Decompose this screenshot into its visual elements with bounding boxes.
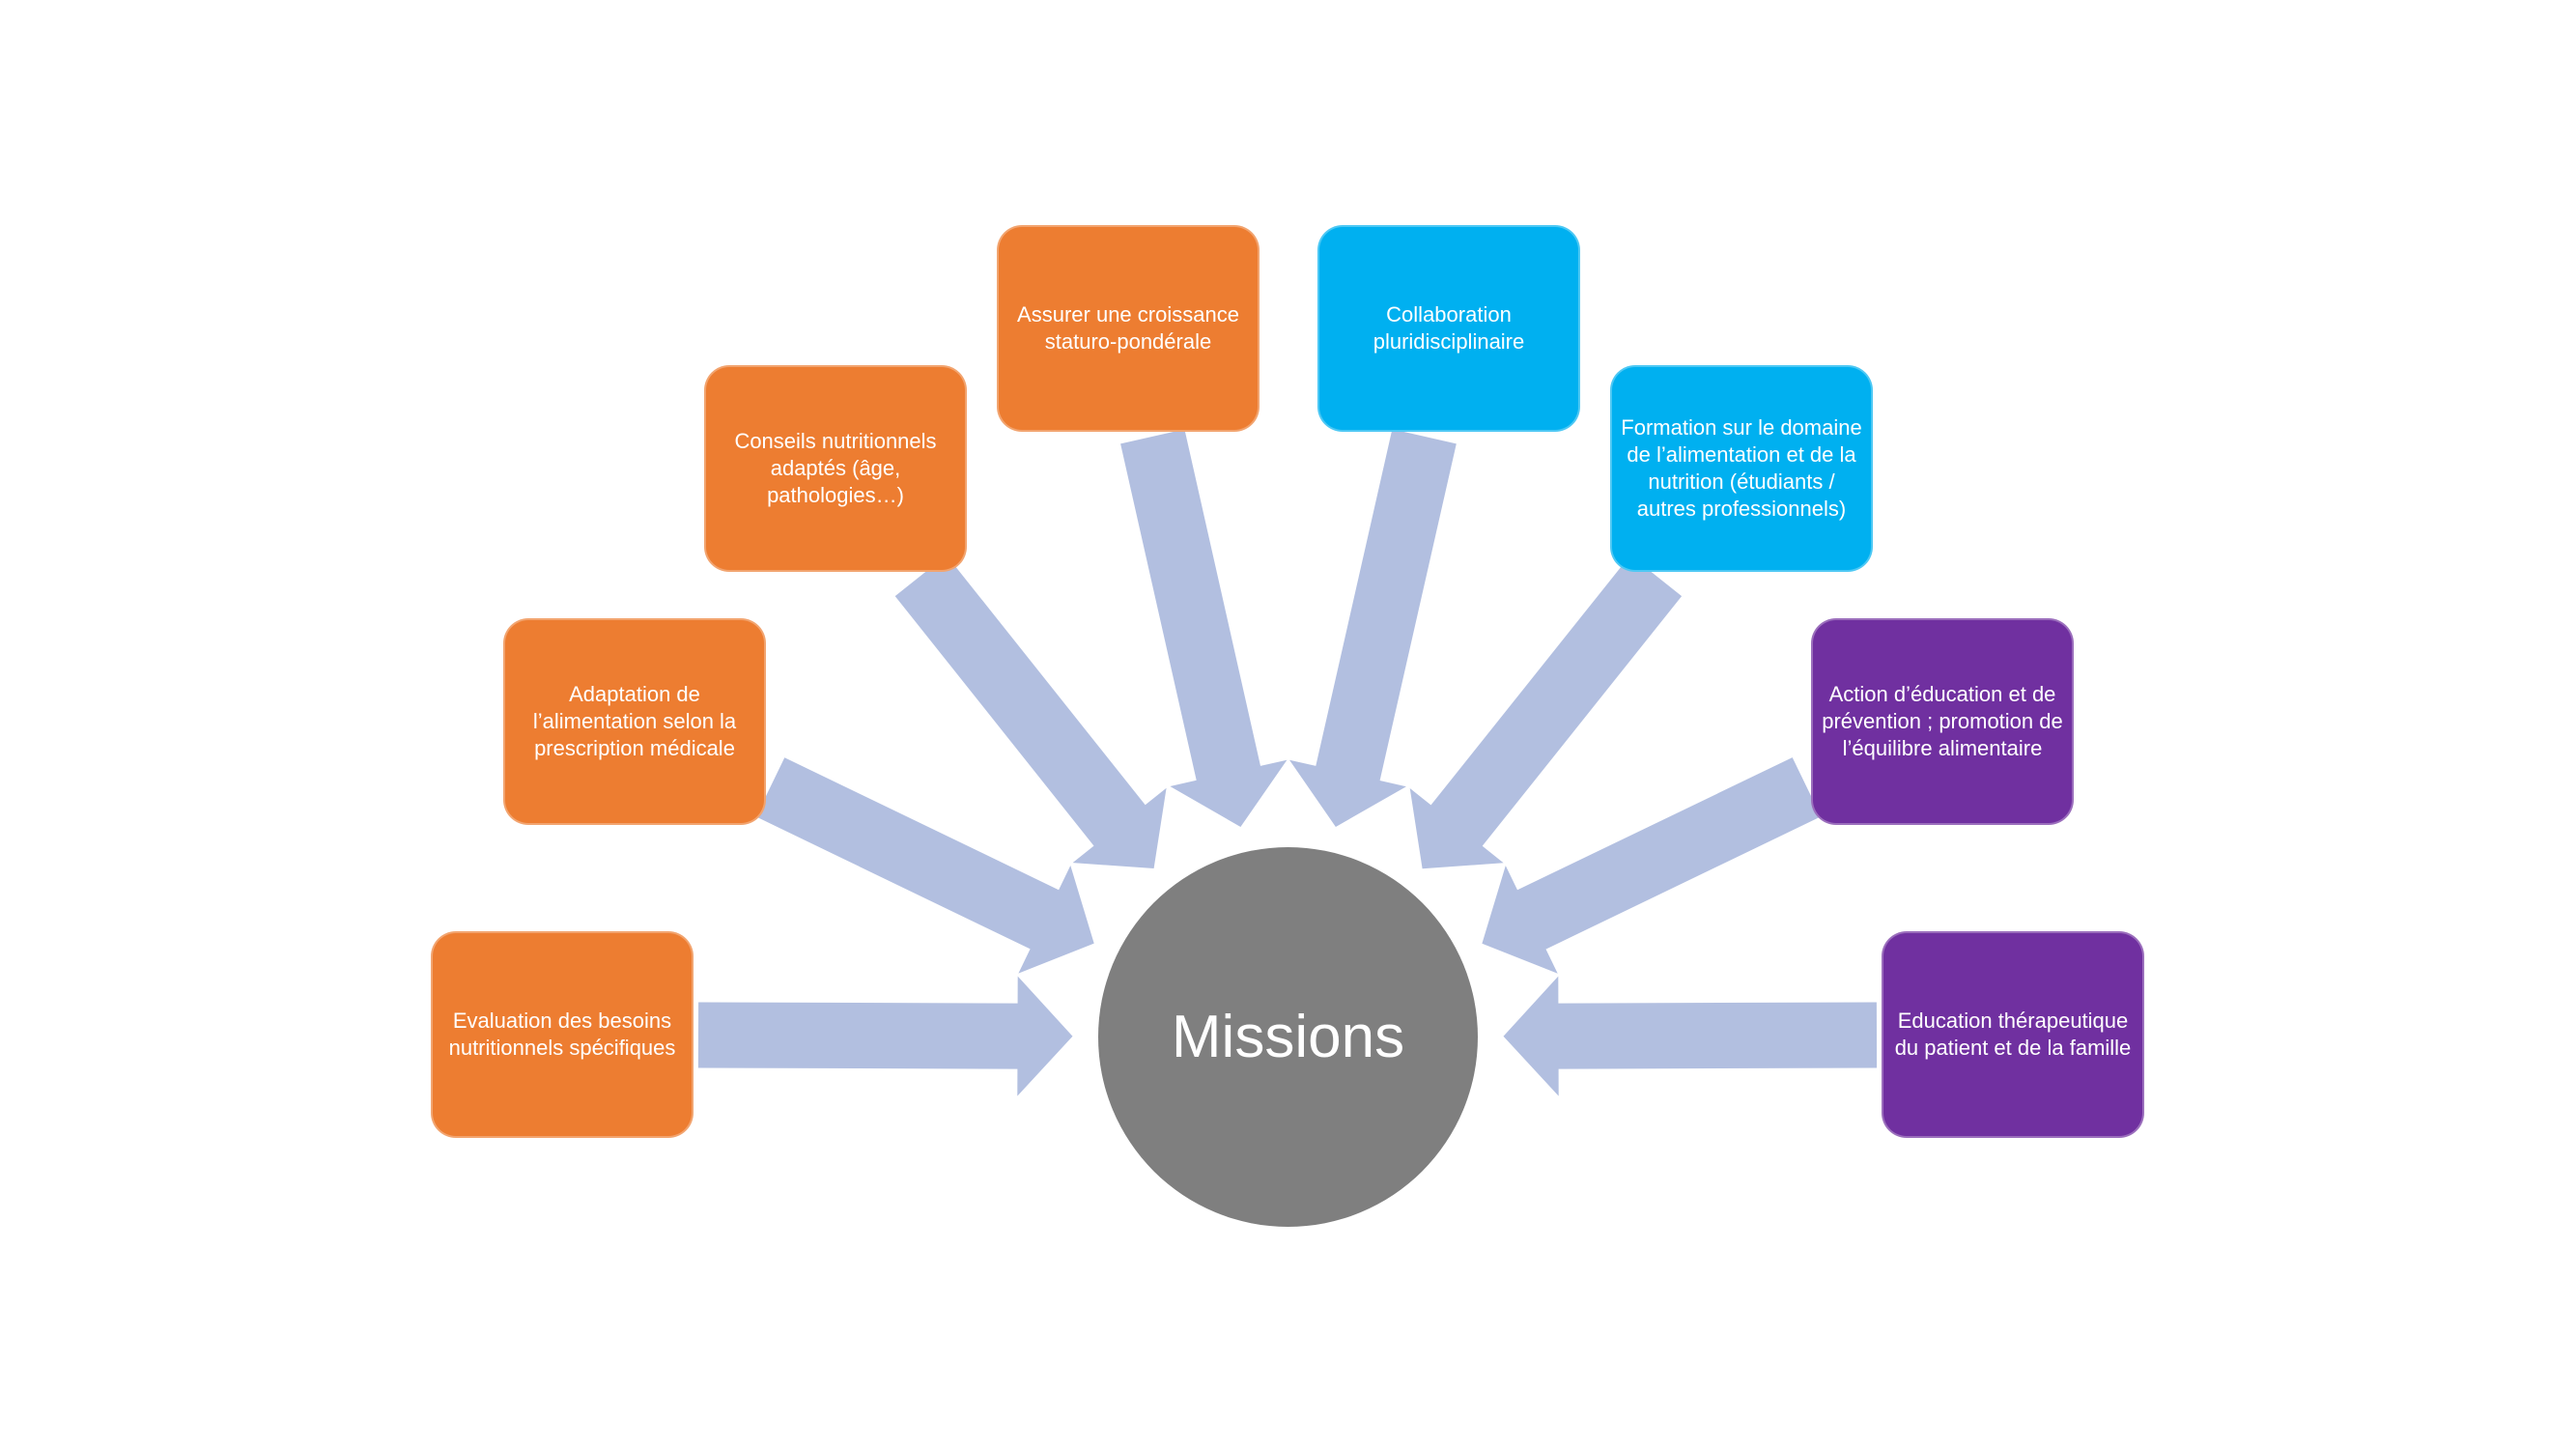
node-action-education-prevention: Action d’éducation et de prévention ; pr… — [1811, 618, 2074, 825]
node-collaboration-pluridisciplinaire: Collaboration pluridisciplinaire — [1317, 225, 1580, 432]
node-label: Collaboration pluridisciplinaire — [1373, 302, 1525, 354]
converging-arrow-collaboration-pluridisciplinaire — [1289, 429, 1457, 827]
center-label: Missions — [1171, 1004, 1405, 1070]
node-evaluation-besoins: Evaluation des besoins nutritionnels spé… — [431, 931, 694, 1138]
node-label: Education thérapeutique du patient et de… — [1894, 1009, 2132, 1060]
converging-arrow-croissance-staturo-ponderale — [1120, 429, 1288, 827]
converging-arrow-adaptation-alimentation — [755, 757, 1094, 974]
node-label: Evaluation des besoins nutritionnels spé… — [448, 1009, 676, 1060]
node-conseils-nutritionnels: Conseils nutritionnels adaptés (âge, pat… — [704, 365, 967, 572]
node-label: Adaptation de l’alimentation selon la pr… — [532, 682, 737, 760]
node-croissance-staturo-ponderale: Assurer une croissance staturo-pondérale — [997, 225, 1260, 432]
converging-arrow-formation-alimentation-nutrition — [1409, 554, 1683, 869]
converging-arrow-action-education-prevention — [1482, 757, 1822, 974]
node-label: Assurer une croissance staturo-pondérale — [1017, 302, 1239, 354]
converging-arrow-conseils-nutritionnels — [894, 554, 1167, 868]
node-label: Conseils nutritionnels adaptés (âge, pat… — [734, 429, 937, 507]
node-label: Action d’éducation et de prévention ; pr… — [1822, 682, 2063, 760]
converging-arrow-evaluation-besoins — [697, 976, 1073, 1096]
node-adaptation-alimentation: Adaptation de l’alimentation selon la pr… — [503, 618, 766, 825]
node-formation-alimentation-nutrition: Formation sur le domaine de l’alimentati… — [1610, 365, 1873, 572]
node-education-therapeutique: Education thérapeutique du patient et de… — [1882, 931, 2144, 1138]
node-label: Formation sur le domaine de l’alimentati… — [1621, 415, 1862, 521]
center-circle-missions: Missions — [1098, 847, 1478, 1227]
converging-arrow-education-therapeutique — [1503, 976, 1878, 1096]
